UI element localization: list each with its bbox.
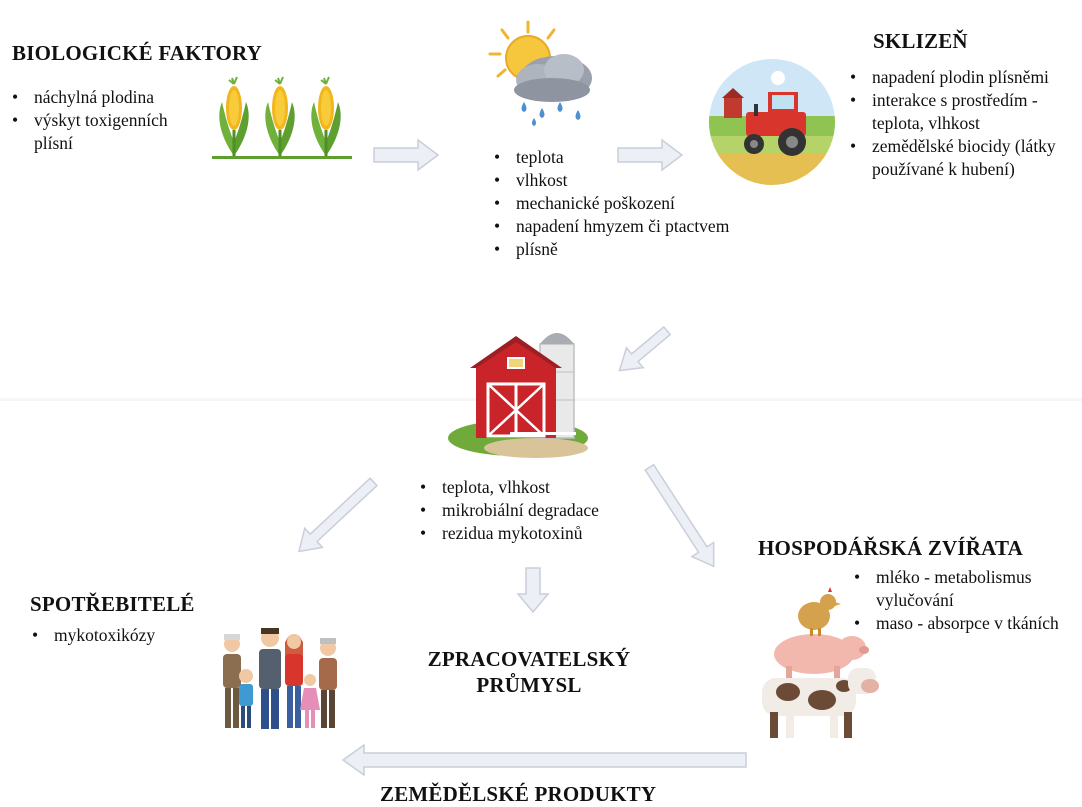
list-item: teplota, vlhkost	[418, 476, 658, 499]
arrow-right-icon	[617, 138, 684, 172]
list-item: vlhkost	[492, 169, 732, 192]
consumers-title: SPOTŘEBITELÉ	[30, 592, 195, 616]
arrow-right-icon	[373, 138, 440, 172]
livestock-title: HOSPODÁŘSKÁ ZVÍŘATA	[758, 536, 1023, 560]
list-item: teplota	[492, 146, 732, 169]
arrow-left-icon	[341, 743, 747, 777]
harvest-factors-list: napadení plodin plísněmi interakce s pro…	[848, 66, 1058, 181]
barn-silo-icon	[448, 333, 588, 458]
agricultural-products-title: ZEMĚDĚLSKÉ PRODUKTY	[380, 782, 657, 806]
arrow-down-left-icon	[297, 477, 379, 553]
list-item: výskyt toxigenních plísní	[10, 109, 200, 155]
weather-rain-cloud-icon	[488, 20, 592, 126]
weather-factors-list: teplota vlhkost mechanické poškození nap…	[492, 146, 732, 261]
list-item: plísně	[492, 238, 732, 261]
list-item: mykotoxikózy	[30, 624, 210, 647]
list-item: náchylná plodina	[10, 86, 200, 109]
processing-industry-title: ZPRACOVATELSKÝ PRŮMYSL	[427, 647, 631, 697]
storage-factors-list: teplota, vlhkost mikrobiální degradace r…	[418, 476, 658, 545]
list-item: interakce s prostředím - teplota, vlhkos…	[848, 89, 1058, 135]
list-item: rezidua mykotoxinů	[418, 522, 658, 545]
harvest-title: SKLIZEŇ	[873, 29, 968, 53]
list-item: mléko - metabolismus vylučování	[852, 566, 1074, 612]
list-item: mikrobiální degradace	[418, 499, 658, 522]
livestock-list: mléko - metabolismus vylučování maso - a…	[852, 566, 1074, 635]
tractor-field-icon	[709, 59, 835, 185]
arrow-down-icon	[516, 567, 550, 614]
biological-factors-list: náchylná plodina výskyt toxigenních plís…	[10, 86, 200, 155]
arrow-down-right-icon	[644, 463, 715, 568]
biological-factors-title: BIOLOGICKÉ FAKTORY	[12, 41, 263, 65]
arrow-down-left-icon	[618, 325, 672, 372]
list-item: zemědělské biocidy (látky používané k hu…	[848, 135, 1058, 181]
family-people-icon	[223, 628, 337, 729]
consumers-list: mykotoxikózy	[30, 624, 210, 647]
farm-animals-stack-icon	[762, 587, 879, 738]
list-item: mechanické poškození	[492, 192, 732, 215]
list-item: napadení plodin plísněmi	[848, 66, 1058, 89]
list-item: maso - absorpce v tkáních	[852, 612, 1074, 635]
list-item: napadení hmyzem či ptactvem	[492, 215, 732, 238]
corn-plants-icon	[212, 76, 352, 159]
